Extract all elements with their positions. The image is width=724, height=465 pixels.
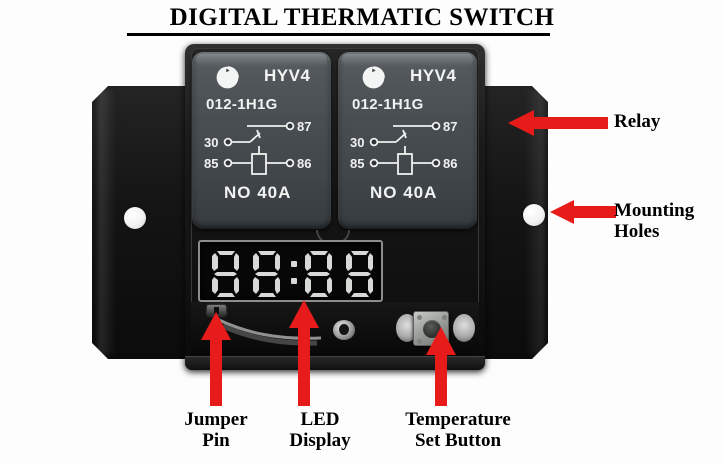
button-pad-right bbox=[453, 314, 475, 342]
svg-text:85: 85 bbox=[204, 156, 218, 171]
led-colon-separator bbox=[290, 249, 298, 297]
jumper-pin-callout-arrow bbox=[200, 312, 232, 406]
callout-label-mounting-holes: Mounting Holes bbox=[614, 200, 695, 242]
led-digit-1 bbox=[209, 249, 243, 297]
button-cap[interactable] bbox=[423, 320, 441, 338]
button-pin bbox=[442, 315, 447, 320]
relay-right: HYV4 012-1H1G bbox=[338, 52, 477, 229]
led-digit-3 bbox=[302, 249, 336, 297]
left-mounting-hole bbox=[124, 207, 146, 229]
relay-brand-swirl-icon bbox=[214, 64, 241, 91]
title-underline bbox=[127, 33, 550, 36]
relay-part-number: 012-1H1G bbox=[352, 96, 424, 113]
temperature-set-button-callout-arrow bbox=[425, 327, 457, 406]
relay-brand-swirl-icon bbox=[360, 64, 387, 91]
relay-brand-label: HYV4 bbox=[264, 66, 311, 85]
relay-left: HYV4 012-1H1G bbox=[192, 52, 331, 229]
bracket-highlight-left bbox=[98, 90, 116, 355]
mounting-holes-callout-arrow bbox=[550, 198, 616, 226]
svg-text:87: 87 bbox=[297, 119, 311, 134]
case-bottom-lip bbox=[185, 356, 485, 370]
jumper-pin[interactable] bbox=[207, 305, 226, 316]
button-pin bbox=[417, 339, 422, 344]
callout-label-relay: Relay bbox=[614, 111, 661, 132]
led-display-callout-arrow bbox=[288, 300, 320, 406]
relay-brand-label: HYV4 bbox=[410, 66, 457, 85]
relay-rating-label: NO 40A bbox=[370, 183, 438, 202]
svg-text:86: 86 bbox=[443, 156, 457, 171]
button-pad-left bbox=[396, 314, 418, 342]
button-pin bbox=[417, 315, 422, 320]
relay-top-highlight bbox=[196, 54, 327, 66]
svg-text:87: 87 bbox=[443, 119, 457, 134]
led-display bbox=[198, 240, 383, 302]
svg-text:85: 85 bbox=[350, 156, 364, 171]
relay-schematic-diagram: 30 85 87 86 bbox=[348, 116, 470, 182]
svg-text:86: 86 bbox=[297, 156, 311, 171]
relay-callout-arrow bbox=[508, 108, 608, 138]
relay-schematic-diagram: 30 85 87 86 bbox=[202, 116, 324, 182]
relay-rating-label: NO 40A bbox=[224, 183, 292, 202]
relay-part-number: 012-1H1G bbox=[206, 96, 278, 113]
page-title: DIGITAL THERMATIC SWITCH bbox=[169, 4, 555, 31]
callout-label-jumper-pin: Jumper Pin bbox=[184, 409, 248, 451]
callout-label-temperature-set-button: Temperature Set Button bbox=[405, 409, 511, 451]
svg-text:30: 30 bbox=[350, 135, 364, 150]
right-mounting-hole bbox=[523, 204, 545, 226]
callout-label-led-display: LED Display bbox=[289, 409, 351, 451]
led-digit-2 bbox=[250, 249, 284, 297]
relay-top-highlight bbox=[342, 54, 473, 66]
svg-text:30: 30 bbox=[204, 135, 218, 150]
led-digit-4 bbox=[343, 249, 377, 297]
board-screw bbox=[333, 320, 355, 340]
thermatic-switch-device: HYV4 012-1H1G bbox=[92, 44, 548, 374]
